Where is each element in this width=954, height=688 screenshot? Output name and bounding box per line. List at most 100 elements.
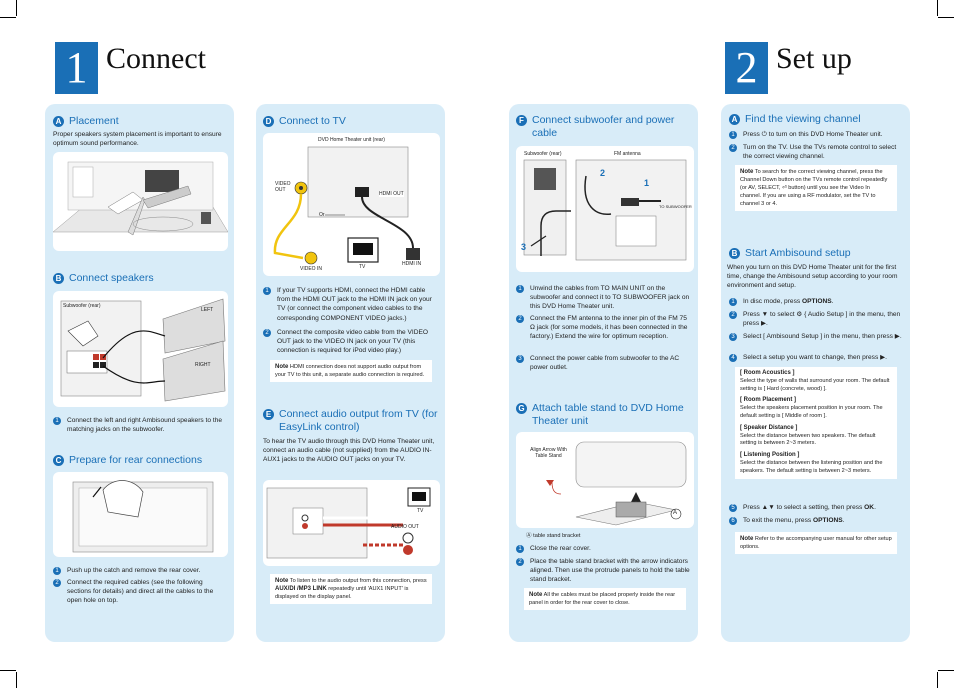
step-number-2: 2 xyxy=(53,579,61,587)
ambisound-step-4: 4 Select a setup you want to change, the… xyxy=(729,353,905,362)
placement-heading: A Placement xyxy=(53,115,228,128)
section-badge-g: G xyxy=(516,403,527,414)
step-text: Connect the FM antenna to the inner pin … xyxy=(530,315,688,341)
rear-prep-step-1: 1 Push up the catch and remove the rear … xyxy=(53,566,225,575)
crop-mark xyxy=(938,670,954,671)
step-number-1: 1 xyxy=(263,287,271,295)
step-number-4: 4 xyxy=(729,354,737,362)
connect-tv-heading: D Connect to TV xyxy=(263,115,438,128)
step-text: Connect the left and right Ambisound spe… xyxy=(67,417,223,434)
option-speaker-distance-text: Select the distance between two speakers… xyxy=(740,432,876,447)
step-text: Select [ Ambisound Setup ] in the menu, … xyxy=(743,333,902,340)
callout-1: 1 xyxy=(644,178,650,188)
subwoofer-step-1: 1 Unwind the cables from TO MAIN UNIT on… xyxy=(516,284,692,312)
to-subwoofer-label: TO SUBWOOFER xyxy=(659,204,692,209)
ambisound-heading-text: Start Ambisound setup xyxy=(745,247,851,259)
connect-tv-heading-text: Connect to TV xyxy=(279,115,346,127)
audio-tv-label: TV xyxy=(417,508,424,514)
ambisound-options-box: [ Room Acoustics ] Select the type of wa… xyxy=(735,367,897,479)
step-text: In disc mode, press OPTIONS. xyxy=(743,297,834,306)
step-text: Press ▲▼ to select a setting, then press… xyxy=(743,503,876,512)
viewing-step-1: 1 Press ⏻ to turn on this DVD Home Theat… xyxy=(729,130,905,139)
step-text: Press ▼ to select ⚙ { Audio Setup ] in t… xyxy=(743,311,901,328)
placement-text: Proper speakers system placement is impo… xyxy=(53,131,222,148)
room-illustration xyxy=(53,152,228,251)
tv-label: TV xyxy=(359,264,366,270)
step-text: Close the rear cover. xyxy=(530,545,591,552)
section-badge-d: D xyxy=(263,116,274,127)
subwoofer-heading: F Connect subwoofer and power cable xyxy=(516,114,692,140)
note-key: AUX/DI /MP3 LINK xyxy=(275,586,327,592)
crop-mark xyxy=(0,670,16,671)
section-badge-c: C xyxy=(53,455,64,466)
subwoofer-rear-label: Subwoofer (rear) xyxy=(524,151,562,157)
step-text: Connect the power cable from subwoofer t… xyxy=(530,355,680,372)
step-number-1: 1 xyxy=(516,545,524,553)
rear-prep-heading: C Prepare for rear connections xyxy=(53,454,228,467)
align-arrow-label: Align Arrow With Table Stand xyxy=(530,447,567,459)
audio-connection-illustration: TV AUDIO OUT xyxy=(263,480,440,566)
audio-tv-heading-text: Connect audio output from TV (for EasyLi… xyxy=(279,408,438,433)
ambisound-step-1: 1 In disc mode, press OPTIONS. xyxy=(729,297,905,306)
step-text-c: . xyxy=(831,298,834,305)
section-badge-e: E xyxy=(263,409,274,420)
note-text-b: repeatedly until 'AUX1 INPUT' is display… xyxy=(275,586,409,600)
note-label: Note xyxy=(275,364,289,370)
crop-mark xyxy=(937,672,938,688)
note-text: To search for the correct viewing channe… xyxy=(740,169,888,207)
subwoofer-rear-label: Subwoofer (rear) xyxy=(63,303,101,309)
ok-key: OK xyxy=(864,504,875,511)
rear-prep-step-2: 2 Connect the required cables (see the f… xyxy=(53,578,225,606)
callout-3: 3 xyxy=(521,242,527,252)
left-speaker-label: LEFT xyxy=(201,307,214,313)
audio-out-label: AUDIO OUT xyxy=(391,524,419,530)
viewing-channel-heading-text: Find the viewing channel xyxy=(745,113,861,125)
option-room-placement-title: [ Room Placement ] xyxy=(740,397,797,404)
note-text-a: To listen to the audio output from this … xyxy=(289,578,427,584)
step-text-a: In disc mode, press xyxy=(743,298,803,305)
option-listening-position-text: Select the distance between the listenin… xyxy=(740,459,883,474)
step-number-2: 2 xyxy=(516,558,524,566)
crop-mark xyxy=(938,17,954,18)
step-text-a: To exit the menu, press xyxy=(743,517,813,524)
rear-cover-illustration xyxy=(53,472,228,557)
crop-mark xyxy=(937,0,938,16)
subwoofer-step-2: 2 Connect the FM antenna to the inner pi… xyxy=(516,314,692,342)
step-number-2: 2 xyxy=(729,311,737,319)
note-label: Note xyxy=(740,169,754,175)
video-out-label: VIDEO OUT xyxy=(275,181,291,193)
section-badge-f: F xyxy=(516,115,527,126)
step-number-6: 6 xyxy=(729,517,737,525)
right-speaker-label: RIGHT xyxy=(195,362,211,368)
table-stand-illustration: Align Arrow With Table Stand A xyxy=(516,432,694,528)
option-room-acoustics-title: [ Room Acoustics ] xyxy=(740,370,795,376)
ambisound-heading: B Start Ambisound setup xyxy=(729,247,905,260)
step-text-a: Press ▲▼ to select a setting, then press xyxy=(743,504,865,511)
step-text-c: . xyxy=(842,517,845,524)
placement-heading-text: Placement xyxy=(69,115,119,127)
step-number-5: 5 xyxy=(729,504,737,512)
viewing-note: Note To search for the correct viewing c… xyxy=(735,165,897,211)
section-number-2: 2 xyxy=(725,42,768,94)
or-label: Or xyxy=(319,212,325,218)
subwoofer-step-3: 3 Connect the power cable from subwoofer… xyxy=(516,354,692,372)
viewing-channel-heading: A Find the viewing channel xyxy=(729,113,905,126)
tv-step-1: 1 If your TV supports HDMI, connect the … xyxy=(263,286,439,323)
step-text: Place the table stand bracket with the a… xyxy=(530,558,690,584)
step-text-c: . xyxy=(874,504,876,511)
ambisound-step-5: 5 Press ▲▼ to select a setting, then pre… xyxy=(729,503,905,512)
hdmi-in-label: HDMI IN xyxy=(402,261,422,267)
table-stand-step-1: 1 Close the rear cover. xyxy=(516,544,692,553)
crop-mark xyxy=(16,0,17,16)
step-number-1: 1 xyxy=(729,298,737,306)
step-text: Press ⏻ to turn on this DVD Home Theater… xyxy=(743,131,883,138)
section-badge-a: A xyxy=(729,114,740,125)
section-badge-b: B xyxy=(729,248,740,259)
audio-note: Note To listen to the audio output from … xyxy=(270,574,432,604)
option-speaker-distance-title: [ Speaker Distance ] xyxy=(740,424,798,431)
audio-tv-heading: E Connect audio output from TV (for Easy… xyxy=(263,408,439,434)
rear-prep-heading-text: Prepare for rear connections xyxy=(69,454,203,466)
speakers-step-1: 1 Connect the left and right Ambisound s… xyxy=(53,416,225,434)
step-number-1: 1 xyxy=(53,567,61,575)
note-label: Note xyxy=(740,536,754,542)
